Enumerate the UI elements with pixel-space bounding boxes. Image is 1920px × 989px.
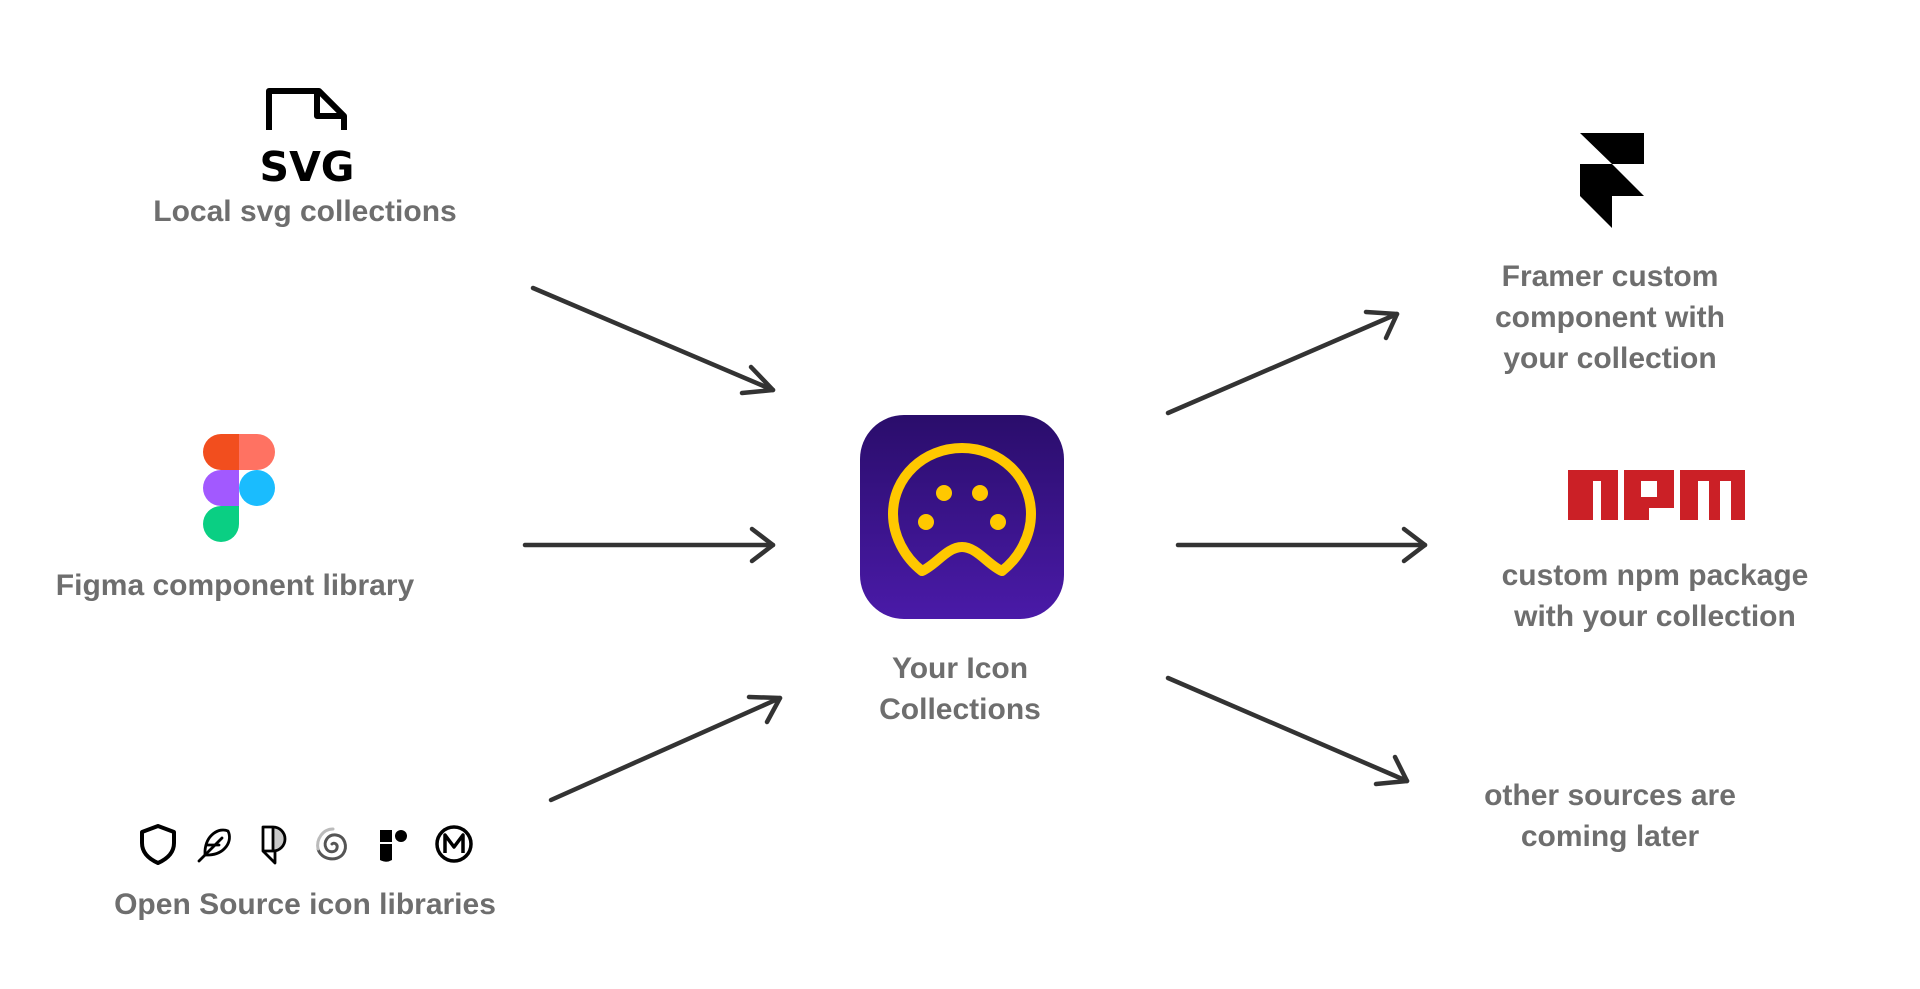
framer-label: Framer custom component with your collec… <box>1440 256 1780 379</box>
arrow-svg-to-center <box>530 285 776 396</box>
app-label-line1: Your Icon <box>891 652 1029 685</box>
arrow-figma-to-center <box>522 526 776 564</box>
open-source-label: Open Source icon libraries <box>114 888 496 921</box>
arrow-oss-to-center <box>548 694 783 803</box>
other-sources-line1: other sources are <box>1484 779 1736 812</box>
framer-label-line2: component with <box>1495 301 1725 334</box>
arrow-center-to-other <box>1165 675 1410 787</box>
figma-logo-icon <box>203 434 275 542</box>
framer-logo-icon <box>1580 133 1644 228</box>
phosphor-icon <box>255 823 297 865</box>
spiral-icon <box>311 823 353 865</box>
svg-text:SVG: SVG <box>262 143 354 185</box>
feather-icon <box>195 823 237 865</box>
material-icon <box>433 823 475 865</box>
other-sources-line2: coming later <box>1520 820 1700 853</box>
local-svg-label: Local svg collections <box>153 195 457 228</box>
app-label-line2: Collections <box>879 693 1041 726</box>
npm-label: custom npm package with your collection <box>1455 555 1855 637</box>
shield-icon <box>137 823 179 865</box>
framer-label-line3: your collection <box>1503 342 1717 375</box>
arrow-center-to-framer <box>1165 309 1400 416</box>
npm-logo-icon <box>1568 470 1745 520</box>
radix-icon <box>371 823 413 865</box>
app-label: Your Icon Collections <box>830 648 1090 730</box>
app-icon <box>860 415 1064 619</box>
npm-label-line1: custom npm package <box>1501 559 1809 592</box>
arrow-center-to-npm <box>1175 526 1428 564</box>
other-sources-label: other sources are coming later <box>1440 775 1780 857</box>
svg-file-icon: SVG <box>262 85 354 185</box>
npm-label-line2: with your collection <box>1514 600 1796 633</box>
framer-label-line1: Framer custom <box>1501 260 1719 293</box>
figma-label: Figma component library <box>55 569 415 602</box>
